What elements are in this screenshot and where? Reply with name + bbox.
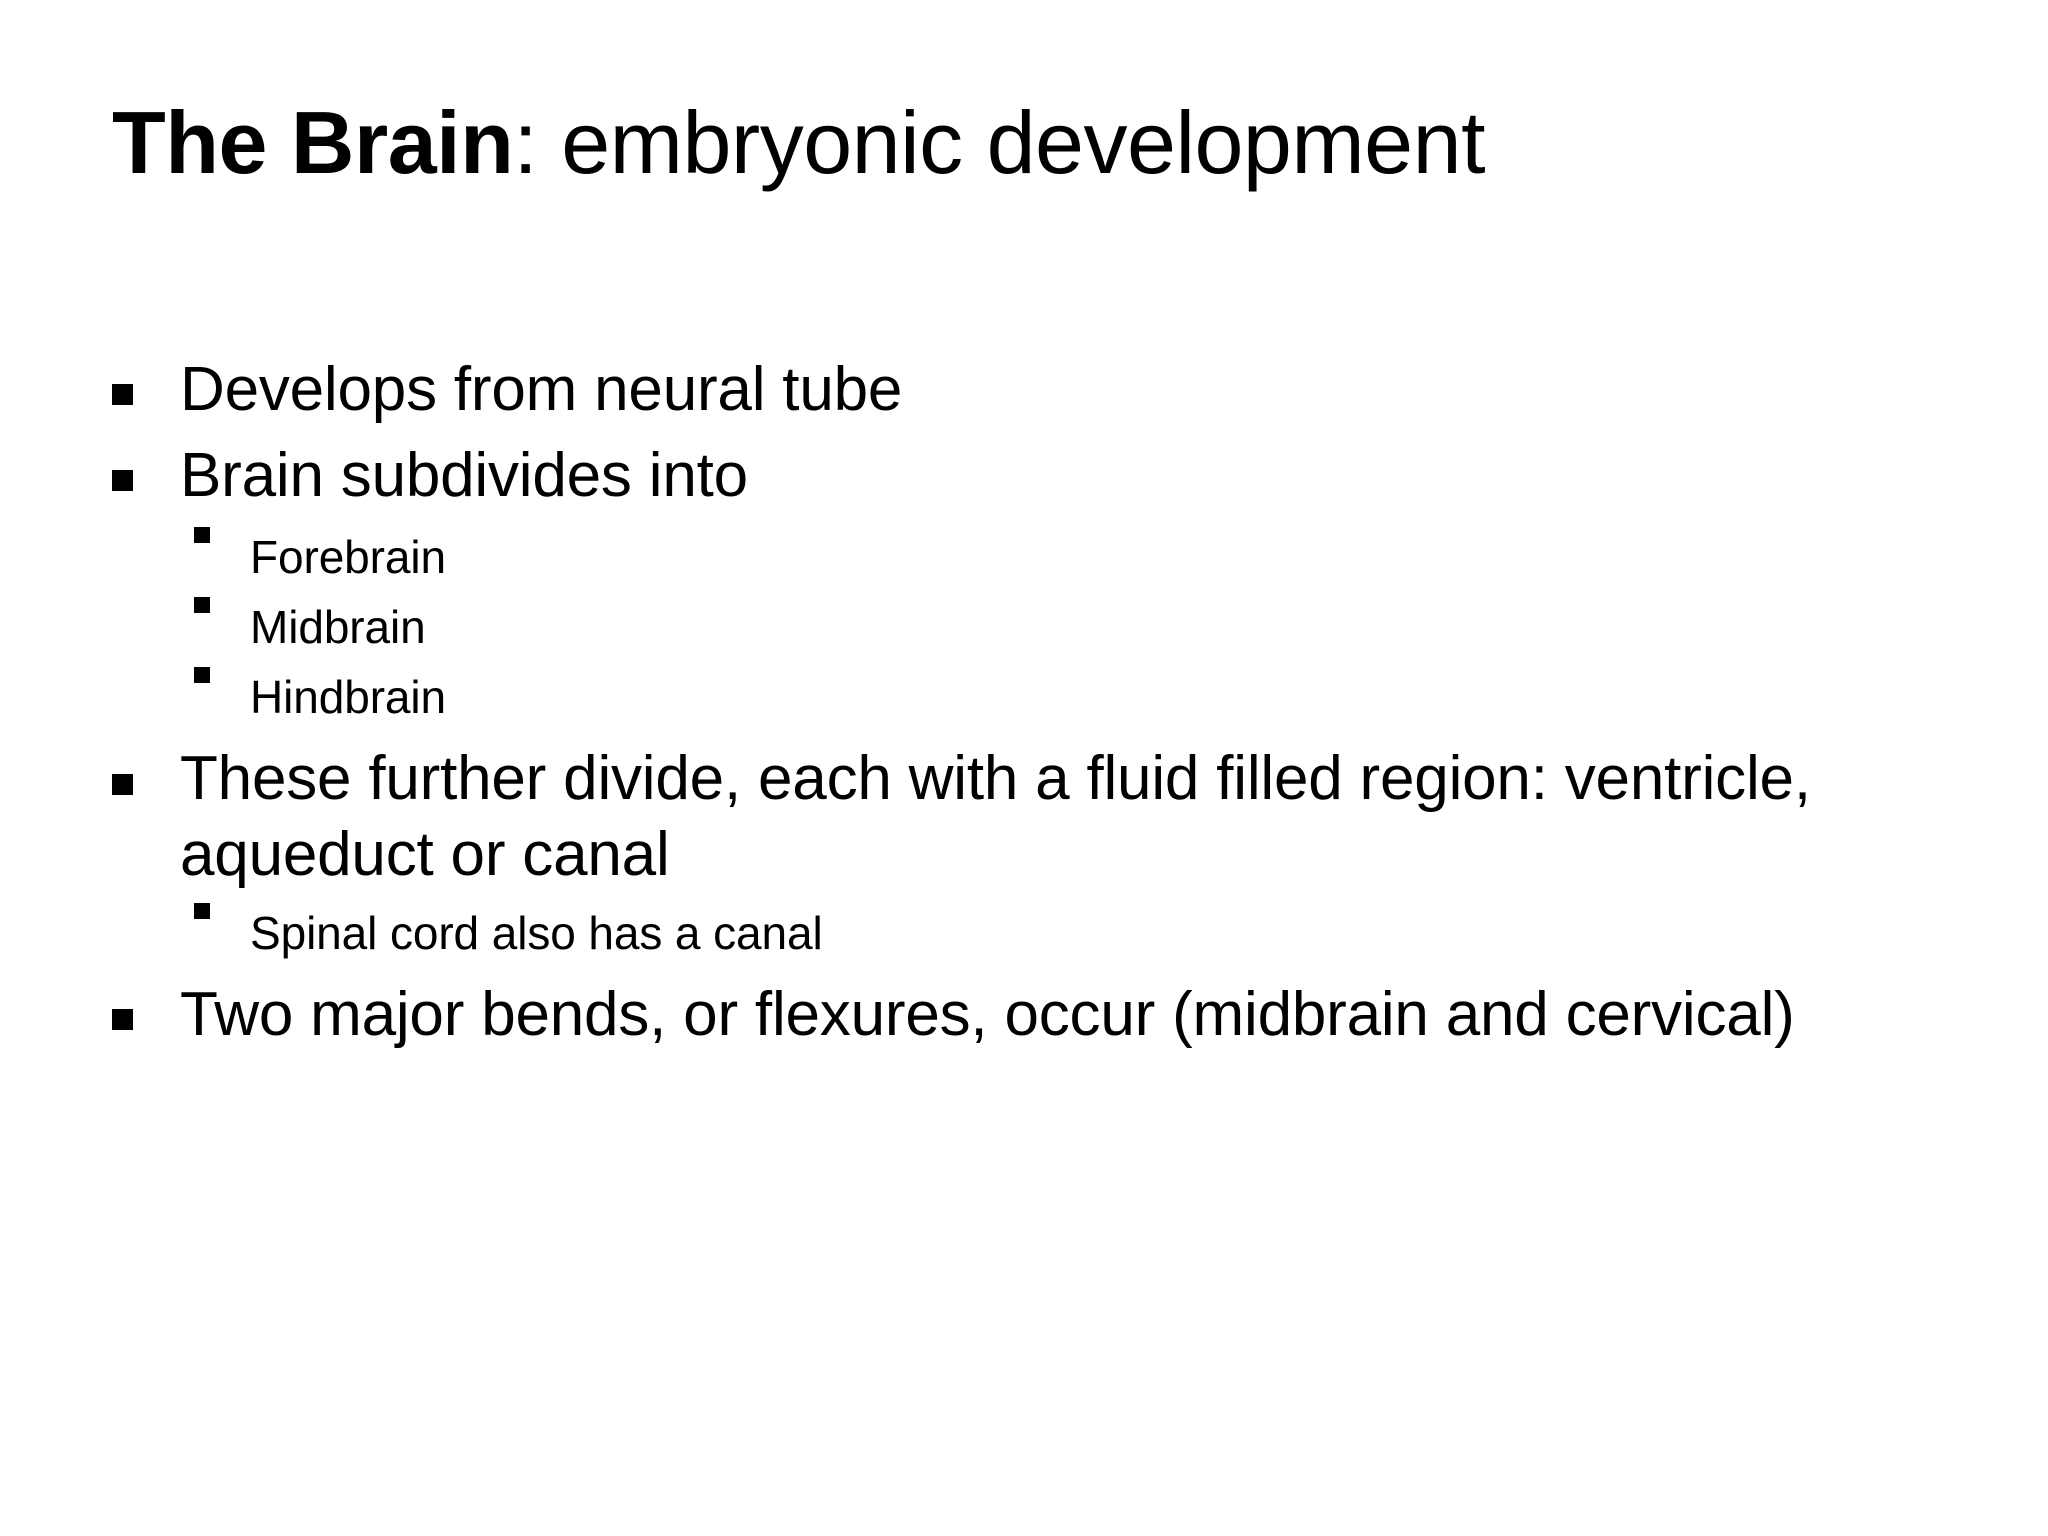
bullet-item-level1: These further divide, each with a fluid … bbox=[112, 741, 1942, 892]
square-bullet-icon bbox=[112, 741, 180, 821]
square-bullet-icon bbox=[194, 899, 250, 920]
bullet-text: Develops from neural tube bbox=[180, 355, 903, 424]
square-bullet-icon bbox=[194, 663, 250, 684]
slide-title-regular-part: : embryonic development bbox=[513, 93, 1486, 192]
slide-title: The Brain: embryonic development bbox=[112, 96, 1972, 189]
bullet-text: Midbrain bbox=[250, 601, 426, 654]
square-bullet-icon bbox=[194, 523, 250, 544]
bullet-item-level2: Forebrain bbox=[194, 523, 1942, 591]
sub-bullet-group: Forebrain Midbrain Hindbrain bbox=[112, 523, 1942, 731]
bullet-item-level2: Midbrain bbox=[194, 593, 1942, 661]
sub-bullet-group: Spinal cord also has a canal bbox=[112, 899, 1942, 967]
bullet-item-level1: Two major bends, or flexures, occur (mid… bbox=[112, 977, 1942, 1057]
bullet-item-level2: Hindbrain bbox=[194, 663, 1942, 731]
square-bullet-icon bbox=[112, 438, 180, 518]
slide-body-outline: Develops from neural tube Brain subdivid… bbox=[112, 352, 1942, 1062]
bullet-item-level1: Develops from neural tube bbox=[112, 352, 1942, 432]
bullet-text: Two major bends, or flexures, occur (mid… bbox=[180, 979, 1795, 1049]
square-bullet-icon bbox=[112, 352, 180, 432]
square-bullet-icon bbox=[112, 977, 180, 1057]
bullet-text: Spinal cord also has a canal bbox=[250, 906, 823, 959]
square-bullet-icon bbox=[194, 593, 250, 614]
bullet-item-level1: Brain subdivides into bbox=[112, 438, 1942, 518]
bullet-text: Forebrain bbox=[250, 531, 446, 584]
slide-title-bold-part: The Brain bbox=[112, 93, 514, 192]
bullet-text: Hindbrain bbox=[250, 671, 446, 724]
bullet-text: Brain subdivides into bbox=[180, 440, 748, 510]
bullet-item-level2: Spinal cord also has a canal bbox=[194, 899, 1942, 967]
bullet-text: These further divide, each with a fluid … bbox=[180, 744, 1811, 890]
